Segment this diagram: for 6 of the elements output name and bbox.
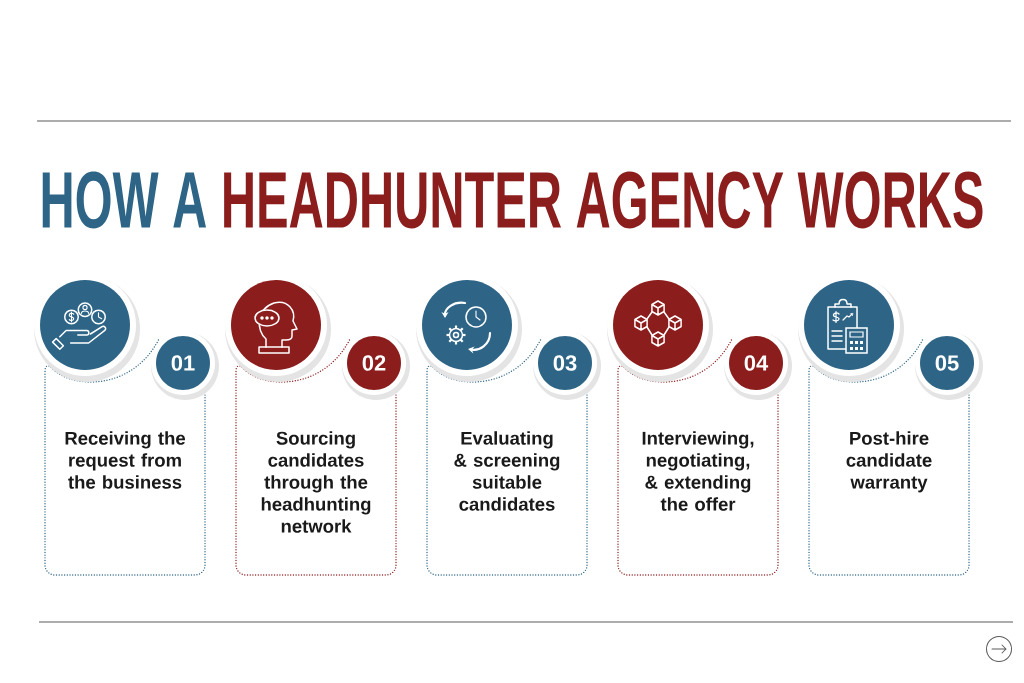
number-badge: 05 bbox=[915, 331, 983, 400]
title: HOW A HEADHUNTER AGENCY WORKS bbox=[42, 171, 983, 229]
number-badge: 04 bbox=[724, 331, 792, 400]
number-badge: 02 bbox=[342, 331, 410, 400]
number-badge: 01 bbox=[151, 331, 219, 400]
number-badge: 03 bbox=[533, 331, 601, 400]
